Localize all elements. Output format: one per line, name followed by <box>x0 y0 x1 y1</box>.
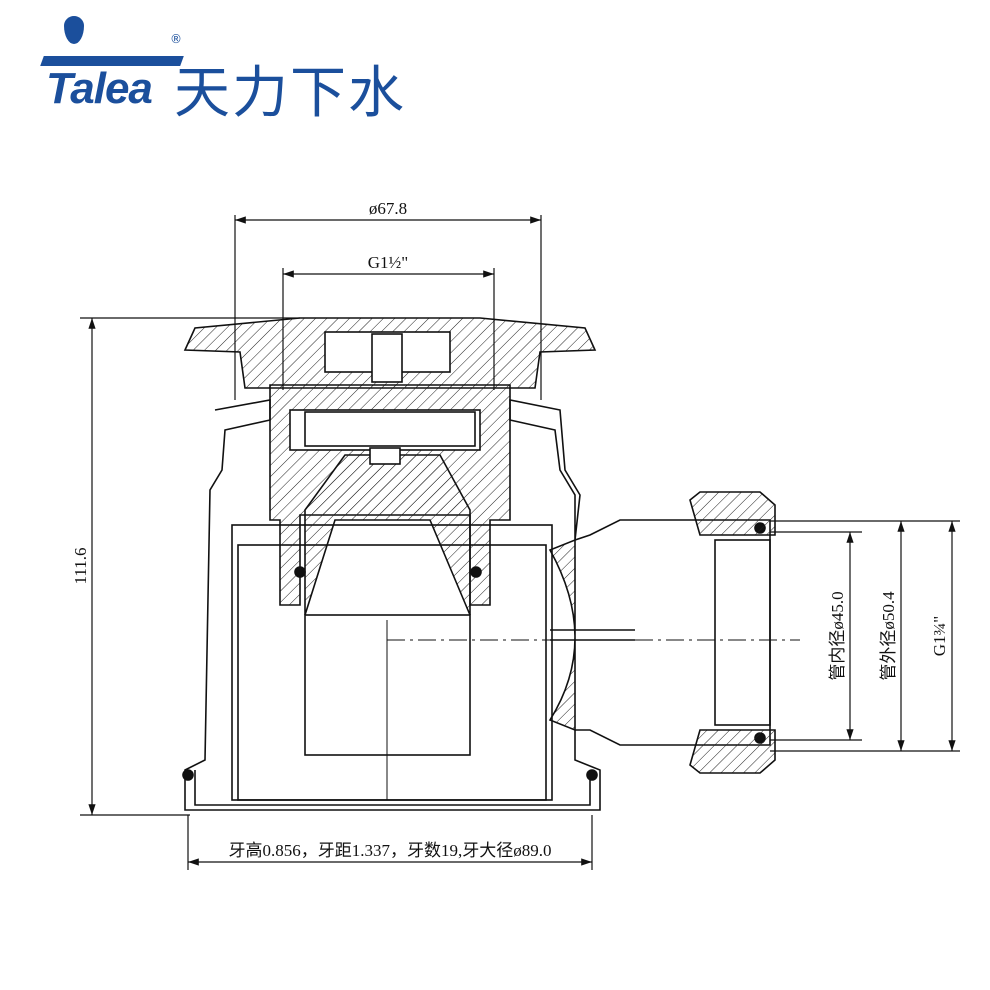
bottom-thread-note: 牙高0.856，牙距1.337，牙数19,牙大径ø89.0 <box>229 841 552 860</box>
brand-logo: ® Talea 天力下水 <box>34 14 424 126</box>
pipe-inner-diameter-label: 管内径ø45.0 <box>828 591 847 680</box>
top-outer-diameter-label: ø67.8 <box>369 199 407 218</box>
water-drop-icon <box>64 16 84 44</box>
inner-cone <box>304 454 471 616</box>
registered-mark: ® <box>170 32 182 46</box>
top-thread-label: G1½" <box>368 253 408 272</box>
outlet-nut <box>689 491 776 536</box>
pipe-outer-diameter-label: 管外径ø50.4 <box>879 591 898 681</box>
logo-chinese-name: 天力下水 <box>174 61 406 126</box>
outlet-elbow <box>548 538 576 732</box>
logo-brand-text: Talea <box>46 64 153 113</box>
height-label: 111.6 <box>71 548 90 585</box>
outlet-thread-label: G1¾" <box>930 616 949 656</box>
